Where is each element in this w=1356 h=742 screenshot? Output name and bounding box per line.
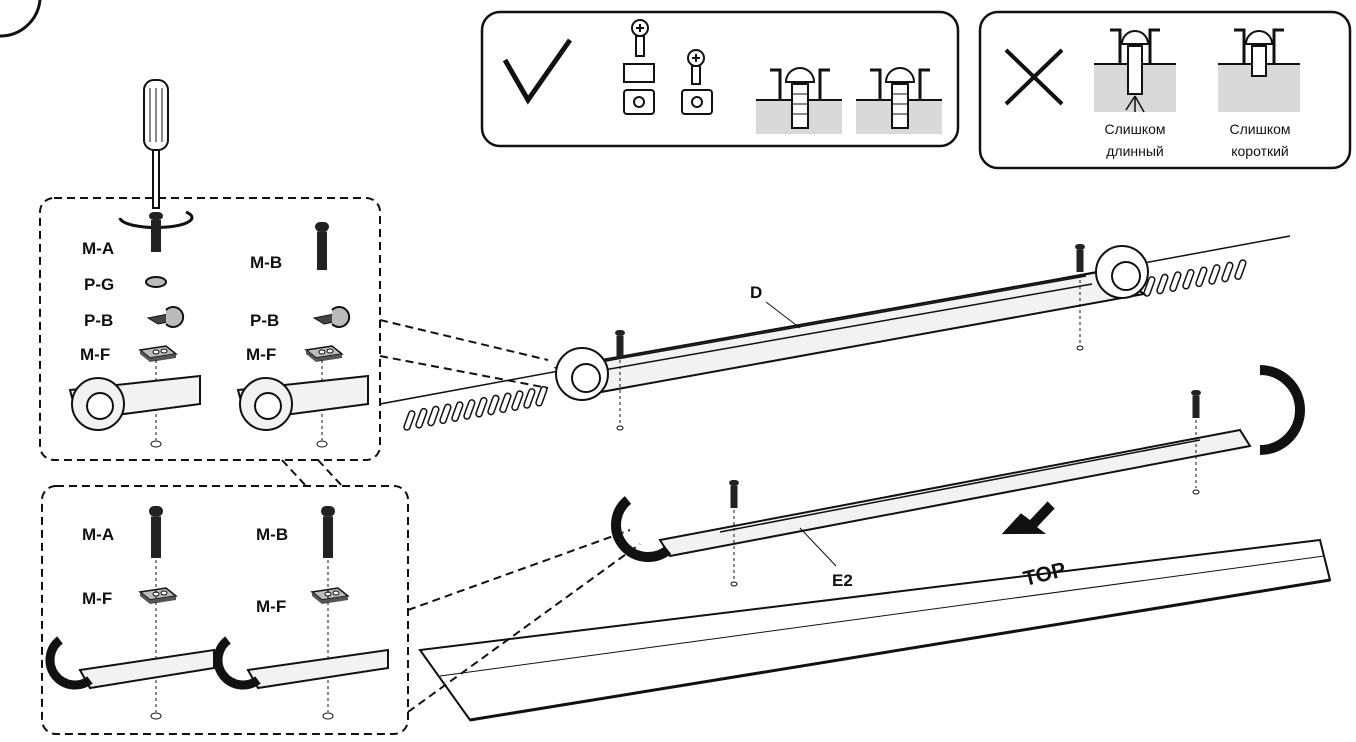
detail-group-bottom: M-A M-F M-B M-F bbox=[41, 485, 409, 735]
vent-slot bbox=[487, 394, 500, 416]
label-pb1-top: P-B bbox=[84, 311, 113, 330]
too-short-caption-1: Слишком bbox=[1229, 121, 1290, 137]
leader-lines bbox=[281, 319, 641, 713]
correct-box bbox=[480, 10, 960, 148]
too-long-caption-1: Слишком bbox=[1104, 121, 1165, 137]
label-mb-top: M-B bbox=[250, 253, 282, 272]
vent-slot bbox=[1208, 264, 1221, 285]
vent-slot bbox=[403, 410, 416, 431]
vent-slot bbox=[439, 403, 452, 425]
label-pb2-top: P-B bbox=[250, 311, 279, 330]
too-long-screw bbox=[1094, 28, 1176, 113]
wall-panel bbox=[379, 235, 1332, 722]
label-ma-bottom: M-A bbox=[82, 525, 114, 544]
correct-depth-2 bbox=[856, 67, 942, 134]
screw-stack-short bbox=[681, 49, 713, 115]
part-label-d: D bbox=[750, 283, 762, 302]
vent-slots bbox=[403, 259, 1247, 431]
vent-slot bbox=[1169, 271, 1182, 292]
label-ma-top: M-A bbox=[82, 239, 114, 258]
vent-slot bbox=[1221, 261, 1234, 283]
vent-slot bbox=[463, 399, 476, 420]
vent-slot bbox=[1234, 259, 1247, 280]
checkmark-icon bbox=[502, 38, 573, 105]
part-label-e2: E2 bbox=[832, 571, 853, 590]
wrong-box: Слишком длинный Слишком короткий bbox=[978, 10, 1352, 170]
bracket-e2: E2 bbox=[611, 365, 1305, 590]
vent-slot bbox=[535, 385, 548, 407]
rotate-arrow-icon bbox=[118, 210, 194, 230]
label-mf2-top: M-F bbox=[246, 345, 276, 364]
correct-depth-1 bbox=[756, 67, 842, 134]
vent-slot bbox=[451, 401, 464, 422]
vent-slot bbox=[523, 388, 536, 409]
vent-slot bbox=[1195, 266, 1208, 288]
vent-slot bbox=[1156, 273, 1169, 295]
vent-slot bbox=[427, 405, 440, 427]
label-mf1-bottom: M-F bbox=[82, 589, 112, 608]
vent-slot bbox=[415, 407, 428, 429]
cross-icon bbox=[1004, 48, 1064, 106]
bracket-d: D bbox=[553, 244, 1149, 431]
too-short-screw bbox=[1218, 28, 1300, 112]
vent-slot bbox=[499, 392, 512, 414]
label-mf1-top: M-F bbox=[80, 345, 110, 364]
step-number-ring bbox=[0, 0, 42, 38]
vent-slot bbox=[1182, 268, 1195, 290]
screwdriver-icon bbox=[143, 79, 169, 209]
vent-slot bbox=[511, 390, 524, 411]
label-pg-top: P-G bbox=[84, 275, 114, 294]
too-long-caption-2: длинный bbox=[1106, 143, 1164, 159]
too-short-caption-2: короткий bbox=[1231, 143, 1289, 159]
vent-slot bbox=[1143, 276, 1156, 297]
vent-slot bbox=[475, 396, 488, 418]
detail-group-top: M-A P-G P-B M-F M-B P-B M-F bbox=[39, 79, 381, 461]
label-mb-bottom: M-B bbox=[256, 525, 288, 544]
label-mf2-bottom: M-F bbox=[256, 597, 286, 616]
screw-stack-long bbox=[623, 19, 655, 115]
